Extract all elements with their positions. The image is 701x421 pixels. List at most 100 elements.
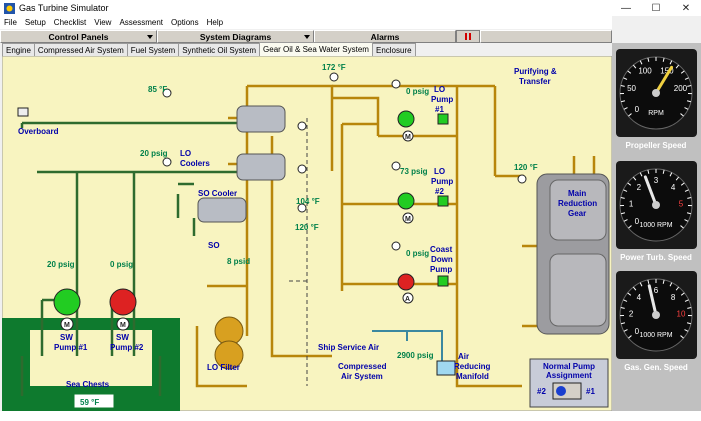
gauge-tick [680, 292, 685, 296]
lo-pump1-label-2: Pump [431, 95, 453, 104]
gauge-tick [680, 225, 684, 229]
sea-temp-readout: 59 °F [80, 398, 99, 407]
coast-pump-motor-label: A [405, 296, 410, 303]
gauge-tick [620, 307, 625, 309]
pause-icon [465, 33, 467, 40]
gauge-tick [623, 77, 628, 80]
tab-enclosure[interactable]: Enclosure [371, 43, 416, 56]
sw-pump2-label-1: SW [116, 333, 129, 342]
system-tabs: Engine Compressed Air System Fuel System… [2, 42, 416, 56]
normal-pump-label-2: Assignment [546, 371, 592, 380]
close-button[interactable]: ✕ [681, 2, 691, 14]
gauge-tick [680, 70, 685, 74]
tab-engine[interactable]: Engine [2, 43, 35, 56]
sw-pump-2[interactable] [109, 288, 137, 316]
gauge-tick [686, 212, 692, 215]
title-bar: Gas Turbine Simulator — ☐ ✕ [0, 0, 701, 16]
lo-filter-element-2[interactable] [214, 340, 244, 370]
chevron-down-icon [304, 35, 310, 39]
gauge-tick-label: 200 [674, 84, 688, 93]
gauge-tick-label: 0 [635, 217, 640, 226]
gauge-tick [684, 329, 689, 332]
lo-pump-1-valve[interactable] [437, 113, 449, 125]
maximize-button[interactable]: ☐ [651, 2, 661, 14]
gauge-name: Power Turb. Speed [620, 253, 692, 262]
normal-pump-label-1: Normal Pump [543, 362, 595, 371]
gauge-tick [680, 113, 684, 117]
gauge-tick [620, 212, 626, 215]
status-strip [0, 411, 701, 421]
gauge-tick [669, 60, 673, 65]
gauge-tick [647, 279, 650, 284]
air-reducing-label-3: Manifold [456, 372, 489, 381]
lo-cooler-2[interactable] [236, 153, 286, 181]
menu-help[interactable]: Help [206, 18, 224, 27]
gauge-tick-label: 100 [638, 67, 652, 76]
coast-pump-valve[interactable] [437, 275, 449, 287]
pause-icon-bar [469, 33, 471, 40]
pause-button[interactable] [456, 30, 480, 43]
menu-bar: File Setup Checklist View Assessment Opt… [0, 16, 612, 29]
overboard-valve[interactable] [17, 107, 29, 117]
tab-synthetic-oil[interactable]: Synthetic Oil System [178, 43, 261, 56]
lo-pump1-label-3: #1 [435, 105, 444, 114]
menu-setup[interactable]: Setup [24, 18, 46, 27]
gauge-tick [686, 322, 692, 325]
gauge-tick [684, 77, 689, 80]
system-diagrams-dropdown[interactable]: System Diagrams [157, 30, 314, 43]
gauge-tick [628, 113, 632, 117]
purifying-label-2: Transfer [519, 77, 551, 86]
lo-pump-2[interactable] [397, 192, 415, 210]
control-panels-dropdown[interactable]: Control Panels [0, 30, 157, 43]
menu-assessment[interactable]: Assessment [119, 18, 164, 27]
gauge-tick-label: 5 [679, 200, 684, 209]
main-gear-label-3: Gear [568, 209, 586, 218]
enclosure-boundary [289, 118, 308, 386]
gauge-tick [687, 85, 692, 87]
menu-checklist[interactable]: Checklist [53, 18, 87, 27]
purifying-label-1: Purifying & [514, 67, 557, 76]
lo-pump-2-valve[interactable] [437, 195, 449, 207]
gauge-tick [623, 299, 628, 302]
gauge-tick [684, 107, 689, 110]
sw-pump1-motor-label: M [64, 322, 70, 329]
coast-pump-label-3: Pump [430, 265, 452, 274]
chevron-down-icon [147, 35, 153, 39]
air-reducing-manifold[interactable] [436, 360, 456, 376]
system-diagram: Overboard LO Coolers SO Cooler SO LO Fil… [2, 56, 612, 411]
so-cooler[interactable] [197, 197, 247, 223]
lo-pump2-label-3: #2 [435, 187, 444, 196]
lo-pump2-label-1: LO [434, 167, 445, 176]
lo-pump-1[interactable] [397, 110, 415, 128]
menu-options[interactable]: Options [171, 18, 199, 27]
menu-view[interactable]: View [94, 18, 112, 27]
lo-pump2-motor-label: M [405, 216, 411, 223]
sw-pump-1[interactable] [53, 288, 81, 316]
gauge-tick-label: 4 [671, 183, 676, 192]
alarms-button[interactable]: Alarms [314, 30, 456, 43]
gauge-tick [662, 57, 665, 62]
gear-housing-lower [549, 253, 607, 327]
panel-selector-row: Control Panels System Diagrams Alarms [0, 30, 612, 43]
gauge-tick [632, 64, 637, 69]
minimize-button[interactable]: — [621, 2, 631, 14]
gauge-tick [627, 292, 632, 296]
lo-cooler-1[interactable] [236, 105, 286, 133]
sw-pump-1-motor [60, 317, 74, 331]
gauge-tick [627, 182, 632, 186]
gauge-tick [675, 286, 680, 291]
coast-psig-readout: 0 psig [406, 249, 429, 258]
tab-fuel[interactable]: Fuel System [126, 43, 180, 56]
menu-file[interactable]: File [4, 18, 17, 27]
gauge-tick [620, 197, 625, 199]
tab-compressed-air[interactable]: Compressed Air System [33, 43, 128, 56]
gauge-tick-label: 3 [654, 176, 659, 185]
coast-down-pump[interactable] [397, 273, 415, 291]
sea-chests-label: Sea Chests [66, 380, 110, 389]
gauge-tick [623, 219, 628, 222]
gauge-tick [669, 282, 673, 287]
sea-chest-inner [30, 330, 152, 386]
gauge-unit: 1000 RPM [639, 332, 672, 339]
tab-gear-oil-sea-water[interactable]: Gear Oil & Sea Water System [259, 42, 373, 56]
